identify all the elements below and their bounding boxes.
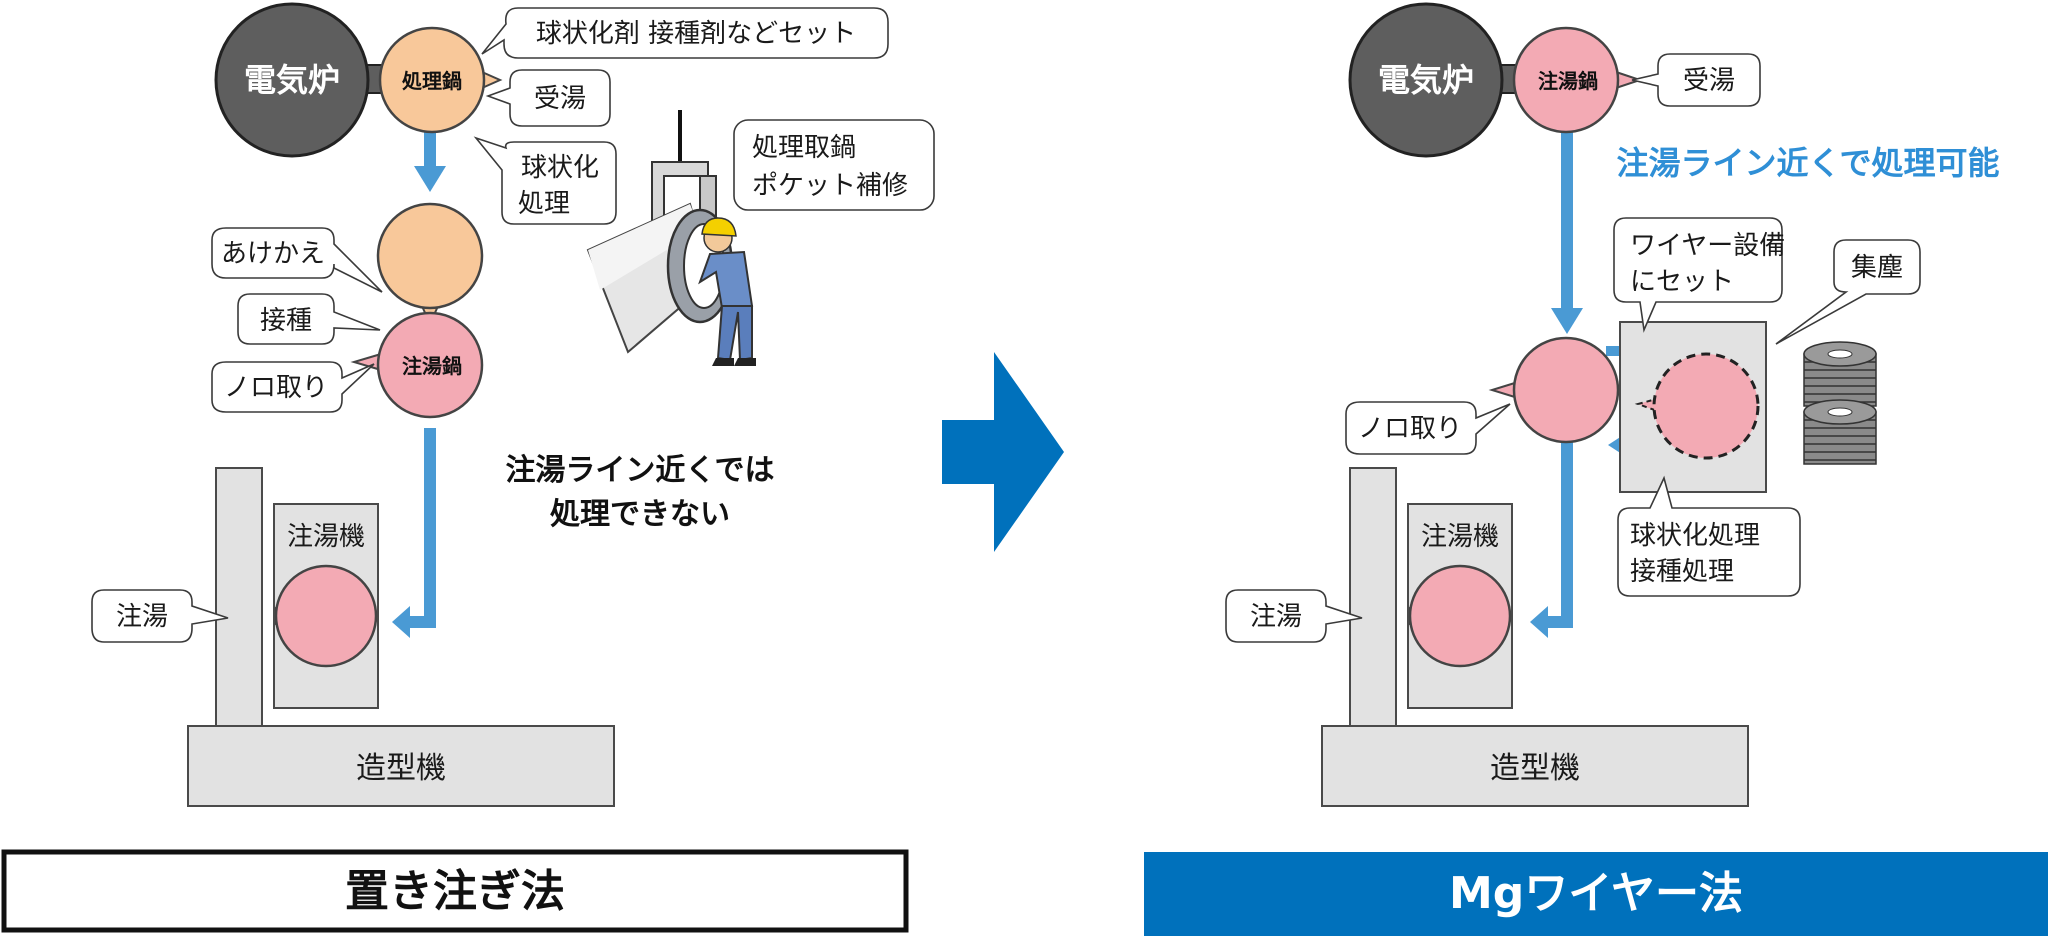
right-machine-ladle [1408, 564, 1512, 668]
left-callout-receive: 受湯 [485, 69, 611, 127]
right-message: 注湯ライン近くで処理可能 [1616, 144, 1999, 182]
left-furnace: 電気炉 [214, 2, 391, 158]
left-furnace-label: 電気炉 [244, 61, 340, 99]
worker-repairing-ladle-illustration [586, 110, 756, 366]
right-method-title-text: Mgワイヤー法 [1449, 868, 1743, 919]
left-note-set: 球状化剤 接種剤などセット [536, 19, 856, 49]
right-note-treat-1: 球状化処理 [1630, 521, 1760, 551]
right-note-pour: 注湯 [1250, 602, 1302, 632]
right-note-treat-2: 接種処理 [1630, 557, 1734, 587]
left-note-pour: 注湯 [116, 602, 168, 632]
left-note-inoculate: 接種 [260, 306, 312, 336]
left-callout-inoculate: 接種 [237, 293, 381, 345]
left-note-receive: 受湯 [534, 84, 586, 114]
left-method-title-text: 置き注ぎ法 [345, 866, 565, 917]
left-pouring-machine-label: 注湯機 [287, 522, 365, 552]
right-molding-machine: 造型機 注湯機 [1321, 467, 1749, 807]
left-callout-pour: 注湯 [91, 589, 229, 643]
left-callout-repair: 処理取鍋 ポケット補修 [733, 119, 935, 211]
left-treatment-ladle-label: 処理鍋 [402, 69, 462, 93]
left-treatment-ladle: 処理鍋 [378, 26, 503, 134]
right-molding-machine-label: 造型機 [1490, 751, 1580, 786]
right-callout-pour: 注湯 [1225, 589, 1363, 643]
right-callout-slag: ノロ取り [1345, 401, 1511, 455]
left-note-spheroidize-1: 球状化 [521, 153, 599, 183]
left-callout-set: 球状化剤 接種剤などセット [481, 7, 889, 59]
left-molding-machine-label: 造型機 [356, 751, 446, 786]
right-treatment-position-ladle [1488, 336, 1620, 444]
left-note-transfer: あけかえ [221, 239, 325, 269]
right-panel: 造型機 注湯機 電気炉 [1144, 2, 2048, 936]
left-callout-slag: ノロ取り [211, 361, 375, 413]
right-note-dust: 集塵 [1851, 253, 1903, 283]
right-callout-receive: 受湯 [1631, 53, 1761, 107]
right-note-receive: 受湯 [1683, 66, 1735, 96]
right-furnace: 電気炉 [1348, 2, 1525, 158]
left-machine-ladle [274, 564, 378, 668]
right-callout-treat: 球状化処理 接種処理 [1617, 475, 1801, 597]
right-pouring-machine-label: 注湯機 [1421, 522, 1499, 552]
right-note-wire-1: ワイヤー設備 [1630, 231, 1785, 261]
left-method-title: 置き注ぎ法 [1, 849, 909, 933]
left-pouring-ladle: 注湯鍋 [350, 311, 484, 419]
left-message-2: 処理できない [550, 497, 730, 532]
left-note-spheroidize-2: 処理 [518, 189, 570, 219]
left-flow-arrows [392, 128, 446, 638]
wire-treatment-station [1619, 321, 1767, 493]
left-note-repair-2: ポケット補修 [752, 171, 908, 201]
left-note-repair-1: 処理取鍋 [752, 133, 856, 163]
left-panel: 造型機 注湯機 電気炉 処理鍋 注湯鍋 [1, 2, 935, 933]
left-transfer-ladle [376, 202, 484, 327]
right-furnace-label: 電気炉 [1378, 61, 1474, 99]
left-note-slag: ノロ取り [224, 373, 328, 403]
right-note-slag: ノロ取り [1358, 414, 1462, 444]
left-pouring-ladle-label: 注湯鍋 [402, 354, 462, 378]
right-pouring-ladle-label: 注湯鍋 [1538, 69, 1598, 93]
left-message-1: 注湯ライン近くでは [505, 453, 774, 488]
right-callout-wire: ワイヤー設備 にセット [1613, 217, 1785, 333]
right-method-title: Mgワイヤー法 [1144, 852, 2048, 936]
left-callout-spheroidize: 球状化 処理 [473, 136, 617, 225]
right-callout-dust: 集塵 [1775, 239, 1921, 345]
transition-arrow [942, 352, 1064, 552]
right-pouring-ladle: 注湯鍋 [1512, 26, 1644, 134]
right-note-wire-2: にセット [1630, 267, 1734, 297]
left-callout-transfer: あけかえ [211, 227, 383, 293]
wire-coil-icon [1803, 341, 1877, 465]
